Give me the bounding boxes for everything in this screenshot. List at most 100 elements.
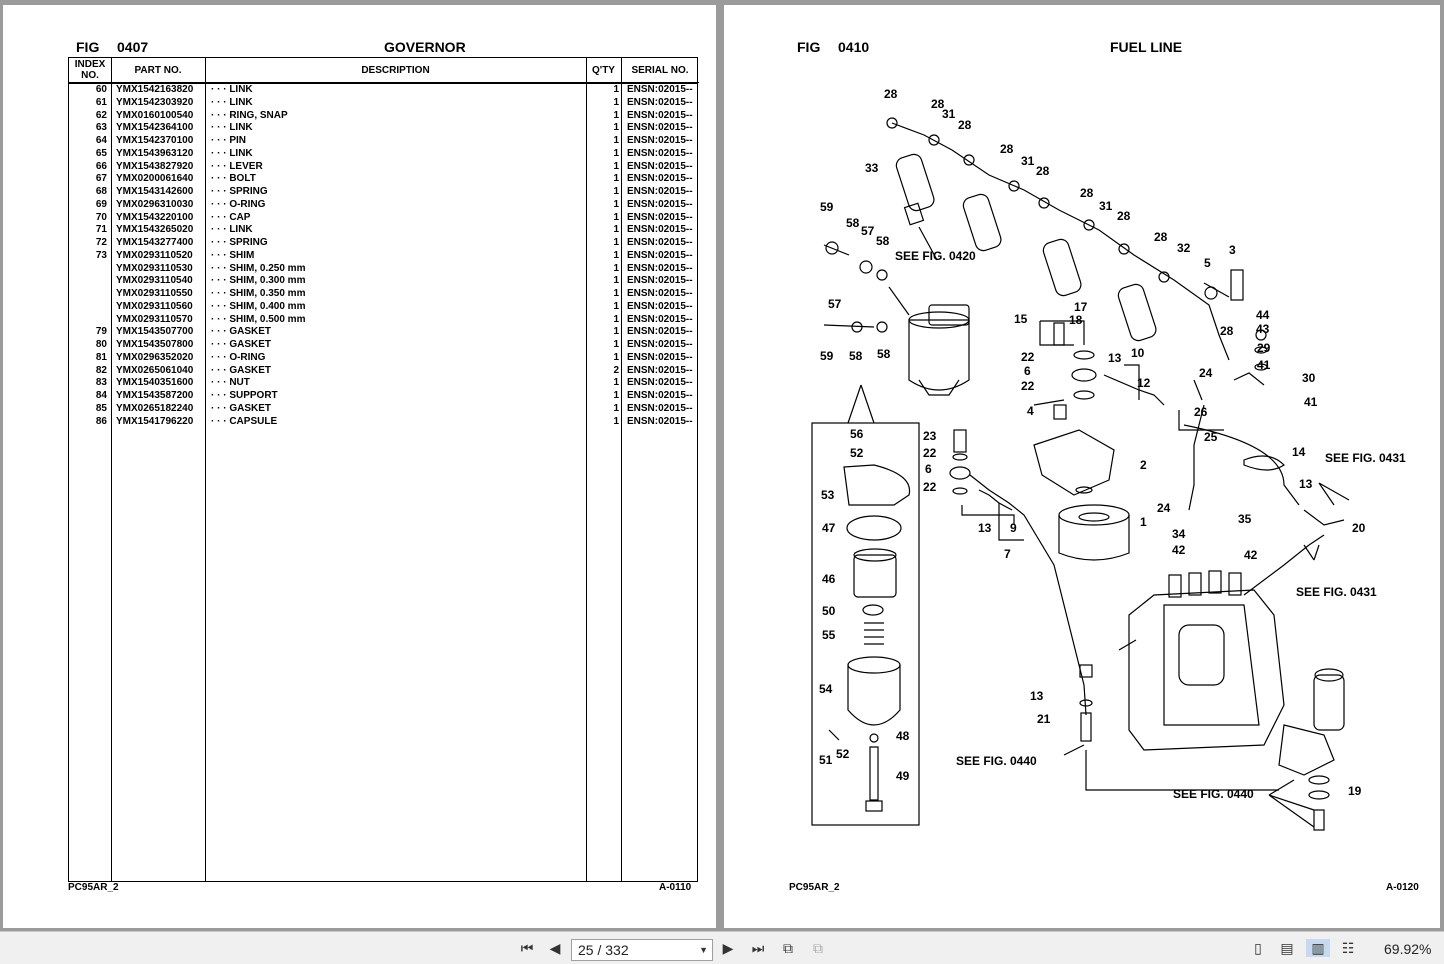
index-cell: 84: [95, 390, 107, 401]
callout-label: 41: [1304, 395, 1318, 409]
index-cell: 65: [95, 147, 107, 159]
callout-label: 44: [1256, 308, 1270, 322]
qty-cell: 1: [613, 211, 619, 223]
callout-label: 59: [820, 349, 834, 363]
header-part-no: PART NO.: [111, 58, 205, 83]
part-number-cell: YMX1543220100: [116, 211, 194, 223]
previous-page-button[interactable]: ◀: [545, 939, 565, 957]
serial-cell: ENSN:02015--: [627, 262, 693, 274]
callout-label: 28: [958, 118, 972, 132]
qty-cell: 1: [613, 109, 619, 121]
serial-cell: ENSN:02015--: [627, 109, 693, 121]
part-number-cell: YMX0293110560: [116, 300, 193, 312]
callout-label: 54: [819, 682, 833, 696]
callout-label: 58: [846, 216, 860, 230]
part-number-cell: YMX0293110520: [116, 249, 193, 261]
part-number-cell: YMX1543277400: [116, 237, 194, 248]
part-number-cell: YMX1543587200: [116, 390, 194, 401]
callout-label: 33: [865, 161, 879, 175]
qty-cell: 1: [613, 147, 619, 159]
footer-model: PC95AR_2: [789, 882, 840, 893]
description-cell: · · · GASKET: [211, 326, 271, 338]
callout-label: 32: [1177, 241, 1191, 255]
callout-label: 35: [1238, 512, 1252, 526]
zoom-level[interactable]: 69.92%: [1384, 941, 1432, 957]
serial-cell: ENSN:02015--: [627, 96, 693, 108]
callout-label: 15: [1014, 312, 1028, 326]
qty-cell: 1: [613, 160, 619, 172]
description-cell: · · · GASKET: [211, 402, 271, 414]
qty-cell: 1: [613, 262, 619, 274]
callout-label: 23: [923, 429, 937, 443]
description-cell: · · · SHIM, 0.350 mm: [211, 288, 306, 299]
fig-label: FIG: [76, 39, 100, 55]
part-number-cell: YMX1542163820: [116, 84, 194, 95]
fuel-filter: [908, 319, 970, 391]
rotate-button[interactable]: ⧉: [778, 939, 798, 957]
callout-label: 58: [849, 349, 863, 363]
serial-cell: ENSN:02015--: [627, 186, 693, 197]
serial-cell: ENSN:02015--: [627, 135, 693, 146]
qty-cell: 1: [613, 135, 619, 146]
index-cell: 67: [95, 173, 107, 185]
two-page-continuous-view-button[interactable]: ☷: [1338, 939, 1358, 957]
first-page-button[interactable]: ⏮: [517, 939, 537, 957]
two-page-view-button[interactable]: ▥: [1306, 939, 1330, 957]
left-page: FIG 0407 GOVERNOR INDEX NO. PART NO. DES…: [3, 5, 716, 928]
part-number-cell: YMX1542370100: [116, 135, 194, 146]
header-serial: SERIAL NO.: [621, 58, 699, 83]
single-page-view-button[interactable]: ▯: [1248, 939, 1268, 957]
callout-label: 28: [884, 87, 898, 101]
copy-button[interactable]: ⧉: [808, 939, 828, 957]
callout-label: 21: [1037, 712, 1051, 726]
injector-1: [895, 153, 935, 226]
next-page-icon: ▶: [722, 939, 734, 956]
next-page-button[interactable]: ▶: [718, 939, 738, 957]
filter-exploded-view-frame: [811, 422, 920, 826]
header-qty: Q'TY: [586, 58, 621, 83]
description-cell: · · · GASKET: [211, 364, 271, 376]
callout-label: 58: [877, 347, 891, 361]
description-cell: · · · SHIM: [211, 249, 255, 261]
callout-label: 22: [1021, 379, 1035, 393]
description-cell: · · · O-RING: [211, 351, 266, 363]
qty-cell: 1: [613, 224, 619, 236]
serial-cell: ENSN:02015--: [627, 377, 693, 389]
right-page: FIG 0410 FUEL LINE: [724, 5, 1440, 928]
description-cell: · · · LINK: [211, 122, 253, 134]
last-page-button[interactable]: ⏭: [748, 939, 768, 957]
callout-label: 48: [896, 729, 910, 743]
part-number-cell: YMX1542303920: [116, 96, 194, 108]
callout-label: 6: [925, 462, 932, 476]
chevron-down-icon: ▼: [699, 945, 708, 955]
continuous-view-button[interactable]: ▤: [1277, 939, 1297, 957]
callout-label: 31: [1099, 199, 1113, 213]
qty-cell: 1: [613, 275, 619, 287]
callout-label: 25: [1204, 430, 1218, 444]
part-number-cell: YMX1543827920: [116, 160, 194, 172]
ref-see-fig-0440-right: SEE FIG. 0440: [1173, 787, 1254, 801]
part-number-cell: YMX1543507800: [116, 339, 194, 350]
callout-label: 28: [931, 97, 945, 111]
serial-cell: ENSN:02015--: [627, 211, 693, 223]
page-number-select[interactable]: 25 / 332 ▼: [571, 939, 713, 961]
injector-3: [1042, 238, 1082, 297]
description-cell: · · · SHIM, 0.250 mm: [211, 262, 306, 274]
callout-label: 58: [876, 234, 890, 248]
part-number-cell: YMX0160100540: [116, 109, 194, 121]
description-cell: · · · SPRING: [211, 186, 268, 197]
index-cell: 86: [95, 415, 107, 427]
index-cell: 85: [95, 402, 107, 414]
serial-cell: ENSN:02015--: [627, 275, 693, 287]
